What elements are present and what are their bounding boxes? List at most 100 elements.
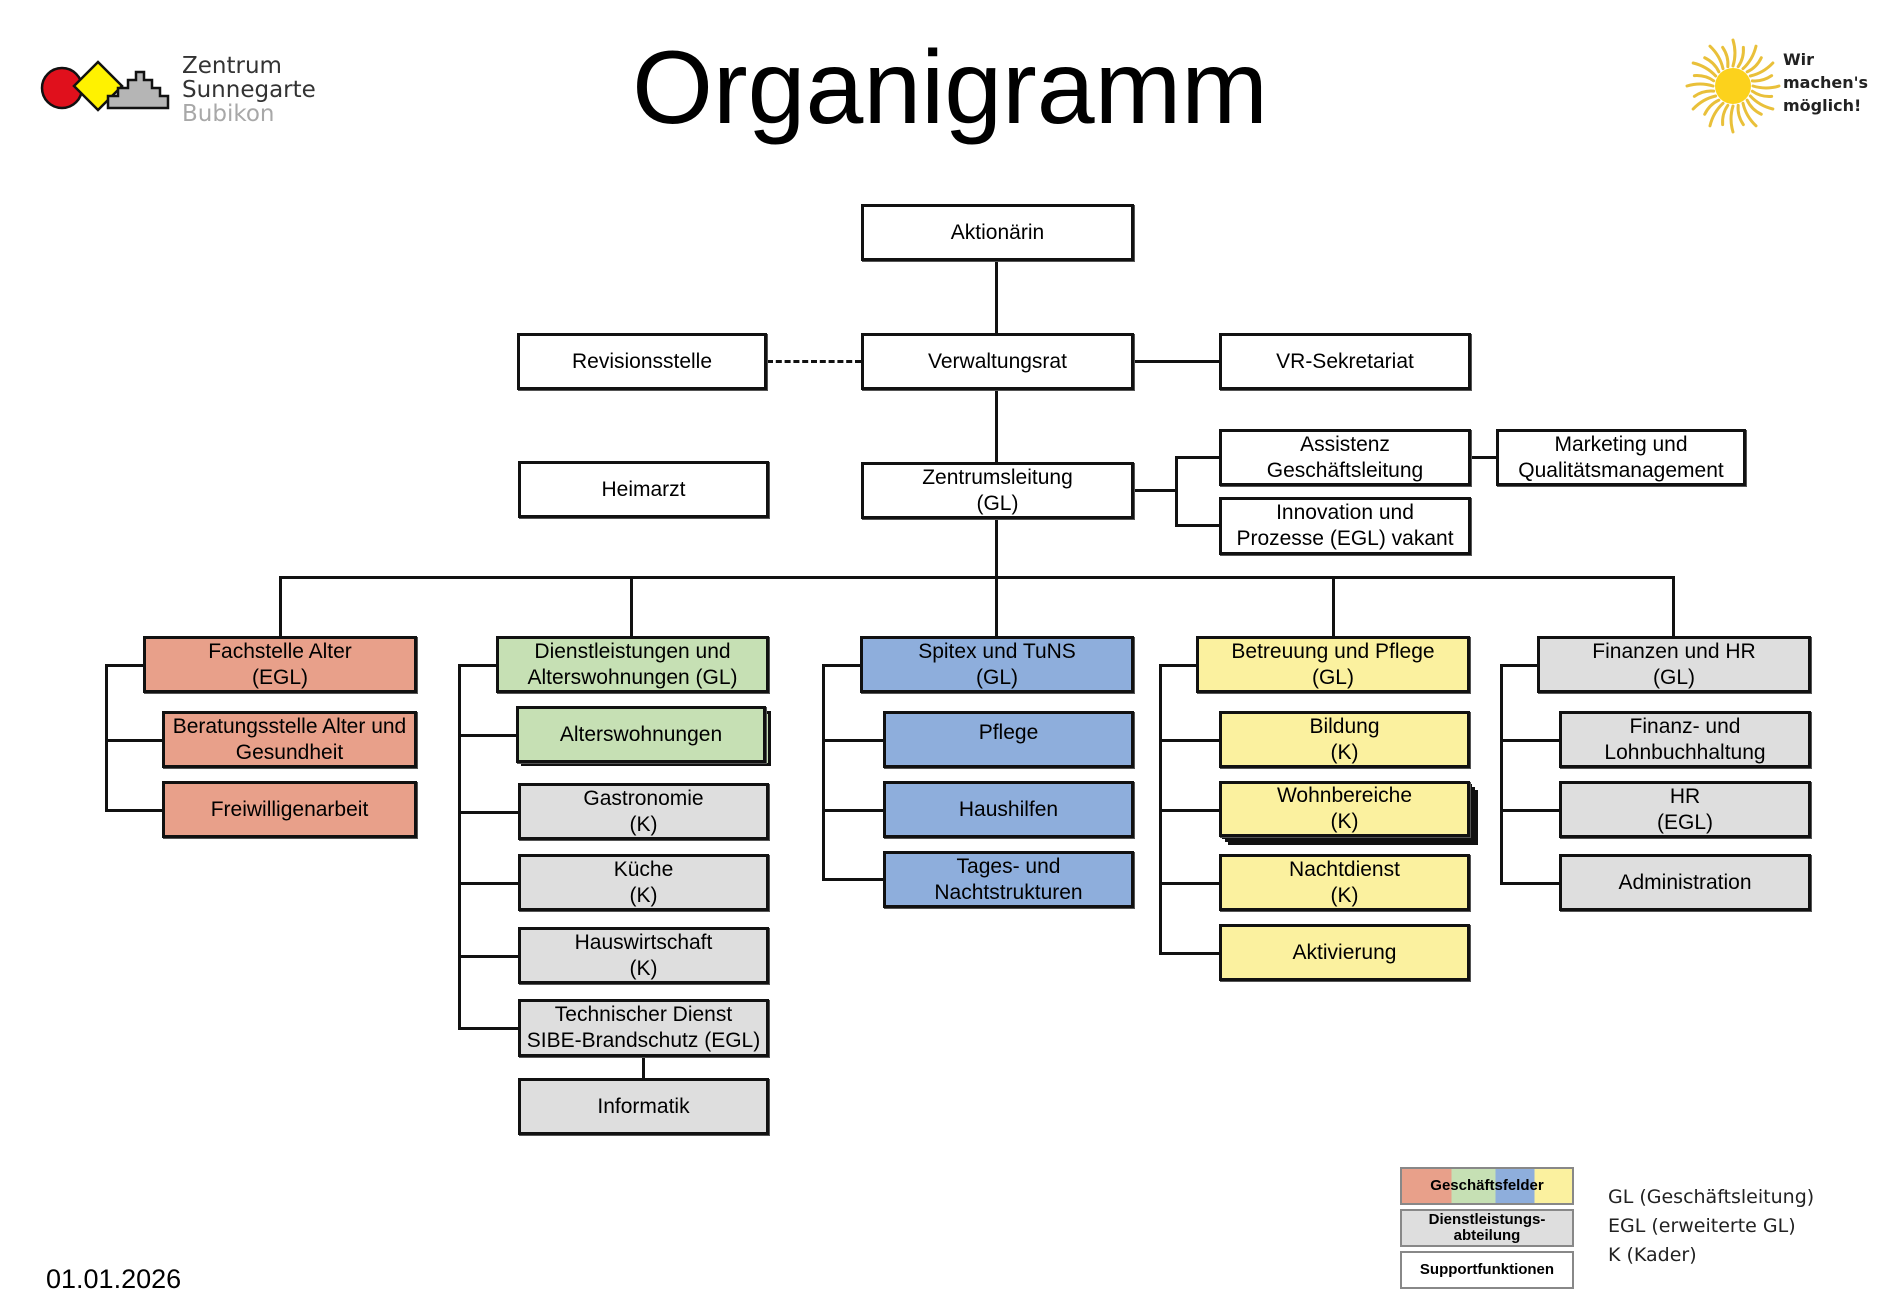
connector-line [105, 664, 108, 810]
connector-line [1500, 664, 1503, 884]
sun-ray [1708, 44, 1725, 71]
box-nachtdienst[interactable]: Nachtdienst (K) [1219, 854, 1470, 911]
box-aktionaerin[interactable]: Aktionärin [861, 204, 1134, 261]
connector-line [1175, 456, 1219, 459]
connector-line [1159, 739, 1220, 742]
box-aktivierung[interactable]: Aktivierung [1219, 924, 1470, 981]
sun-ray [1691, 61, 1718, 78]
abbr-gl: GL (Geschäftsleitung) [1608, 1186, 1815, 1208]
connector-line [105, 739, 163, 742]
box-assistenz[interactable]: Assistenz Geschäftsleitung [1219, 429, 1471, 486]
connector-line [822, 809, 884, 812]
sun-icon [1685, 38, 1781, 134]
box-innovation[interactable]: Innovation und Prozesse (EGL) vakant [1219, 497, 1471, 555]
box-spitex[interactable]: Spitex und TuNS (GL) [860, 636, 1134, 693]
box-technischer-dienst[interactable]: Technischer Dienst SIBE-Brandschutz (EGL… [518, 999, 769, 1057]
box-hr[interactable]: HR (EGL) [1559, 781, 1811, 838]
connector-line [995, 576, 998, 637]
box-gastronomie[interactable]: Gastronomie (K) [518, 783, 769, 840]
box-finanz-lohnbuchhaltung[interactable]: Finanz- und Lohnbuchhaltung [1559, 711, 1811, 768]
connector-line [279, 576, 282, 637]
sun-ray [1741, 101, 1758, 128]
box-hauswirtschaft[interactable]: Hauswirtschaft (K) [518, 927, 769, 984]
sun-ray [1731, 38, 1737, 68]
abbr-egl: EGL (erweiterte GL) [1608, 1215, 1796, 1237]
sun-ray [1703, 56, 1721, 74]
logo-line-1: Zentrum [182, 53, 282, 79]
connector-line [822, 664, 861, 667]
connector-line [1159, 664, 1197, 667]
sun-ray [1750, 74, 1774, 83]
connector-line [642, 1057, 645, 1079]
box-bildung[interactable]: Bildung (K) [1219, 711, 1470, 768]
box-heimarzt[interactable]: Heimarzt [518, 461, 769, 518]
connector-line [1159, 952, 1220, 955]
box-wohnbereiche[interactable]: Wohnbereiche (K) [1219, 781, 1470, 837]
sun-ray [1741, 44, 1758, 71]
sun-ray [1751, 84, 1781, 90]
legend-supportfunktionen: Supportfunktionen [1400, 1251, 1574, 1289]
connector-line [995, 260, 998, 334]
sun-ray [1708, 101, 1725, 128]
box-kueche[interactable]: Küche (K) [518, 854, 769, 911]
box-beratungsstelle[interactable]: Beratungsstelle Alter und Gesundheit [162, 711, 417, 768]
sun-ray [1721, 45, 1730, 69]
connector-line [105, 664, 144, 667]
legend-dienstleistungsabteilung: Dienstleistungs- abteilung [1400, 1209, 1574, 1247]
box-marketing[interactable]: Marketing und Qualitätsmanagement [1496, 429, 1746, 486]
sun-ray [1736, 45, 1745, 69]
sun-ray [1748, 94, 1775, 111]
connector-line [1134, 489, 1176, 492]
box-tages-nachtstrukturen[interactable]: Tages- und Nachtstrukturen [883, 851, 1134, 908]
sun-ray [1750, 89, 1774, 98]
box-betreuung-pflege[interactable]: Betreuung und Pflege (GL) [1196, 636, 1470, 693]
logo-zentrum-sunnegarte: Zentrum Sunnegarte Bubikon [40, 48, 316, 138]
connector-line [458, 882, 518, 885]
connector-line [630, 576, 633, 637]
box-fachstelle-alter[interactable]: Fachstelle Alter (EGL) [143, 636, 417, 693]
dashed-connector-line [767, 360, 861, 363]
connector-line [1500, 739, 1560, 742]
box-dienstleistungen[interactable]: Dienstleistungen und Alterswohnungen (GL… [496, 636, 769, 693]
logo-text: Zentrum Sunnegarte Bubikon [182, 54, 316, 126]
logo-line-3: Bubikon [182, 101, 275, 127]
sun-ray [1745, 98, 1763, 116]
date-label: 01.01.2026 [46, 1264, 182, 1294]
abbr-k: K (Kader) [1608, 1244, 1697, 1266]
box-zentrumsleitung[interactable]: Zentrumsleitung (GL) [861, 462, 1134, 519]
box-pflege[interactable]: Pflege [883, 711, 1134, 768]
logo-slogan: Wir machen's möglich! [1685, 38, 1885, 134]
sun-ray [1736, 103, 1745, 127]
connector-line [458, 1027, 518, 1030]
box-finanzen-hr[interactable]: Finanzen und HR (GL) [1537, 636, 1811, 693]
sun-ray [1703, 98, 1721, 116]
legend-geschaeftsfelder: Geschäftsfelder [1400, 1167, 1574, 1205]
box-vr-sekretariat[interactable]: VR-Sekretariat [1219, 333, 1471, 390]
sun-ray [1748, 61, 1775, 78]
connector-line [458, 664, 497, 667]
sun-ray [1729, 104, 1735, 134]
connector-line [458, 811, 518, 814]
connector-line [105, 809, 163, 812]
page-title: Organigramm [632, 30, 1268, 146]
box-verwaltungsrat[interactable]: Verwaltungsrat [861, 333, 1134, 390]
connector-line [1500, 882, 1560, 885]
connector-line [822, 878, 884, 881]
box-informatik[interactable]: Informatik [518, 1078, 769, 1135]
sun-ray [1745, 56, 1763, 74]
sun-ray [1692, 89, 1716, 98]
connector-line [1175, 456, 1178, 526]
box-revisionsstelle[interactable]: Revisionsstelle [517, 333, 767, 390]
connector-line [1500, 664, 1538, 667]
connector-line [1332, 576, 1335, 637]
connector-line [458, 664, 461, 1030]
connector-line [458, 734, 516, 737]
box-haushilfen[interactable]: Haushilfen [883, 781, 1134, 838]
box-administration[interactable]: Administration [1559, 854, 1811, 911]
connector-line [822, 739, 884, 742]
sun-ray [1692, 74, 1716, 83]
connector-line [1500, 809, 1560, 812]
box-alterswohnungen[interactable]: Alterswohnungen [516, 706, 766, 763]
sun-ray [1691, 94, 1718, 111]
box-freiwilligenarbeit[interactable]: Freiwilligenarbeit [162, 781, 417, 838]
